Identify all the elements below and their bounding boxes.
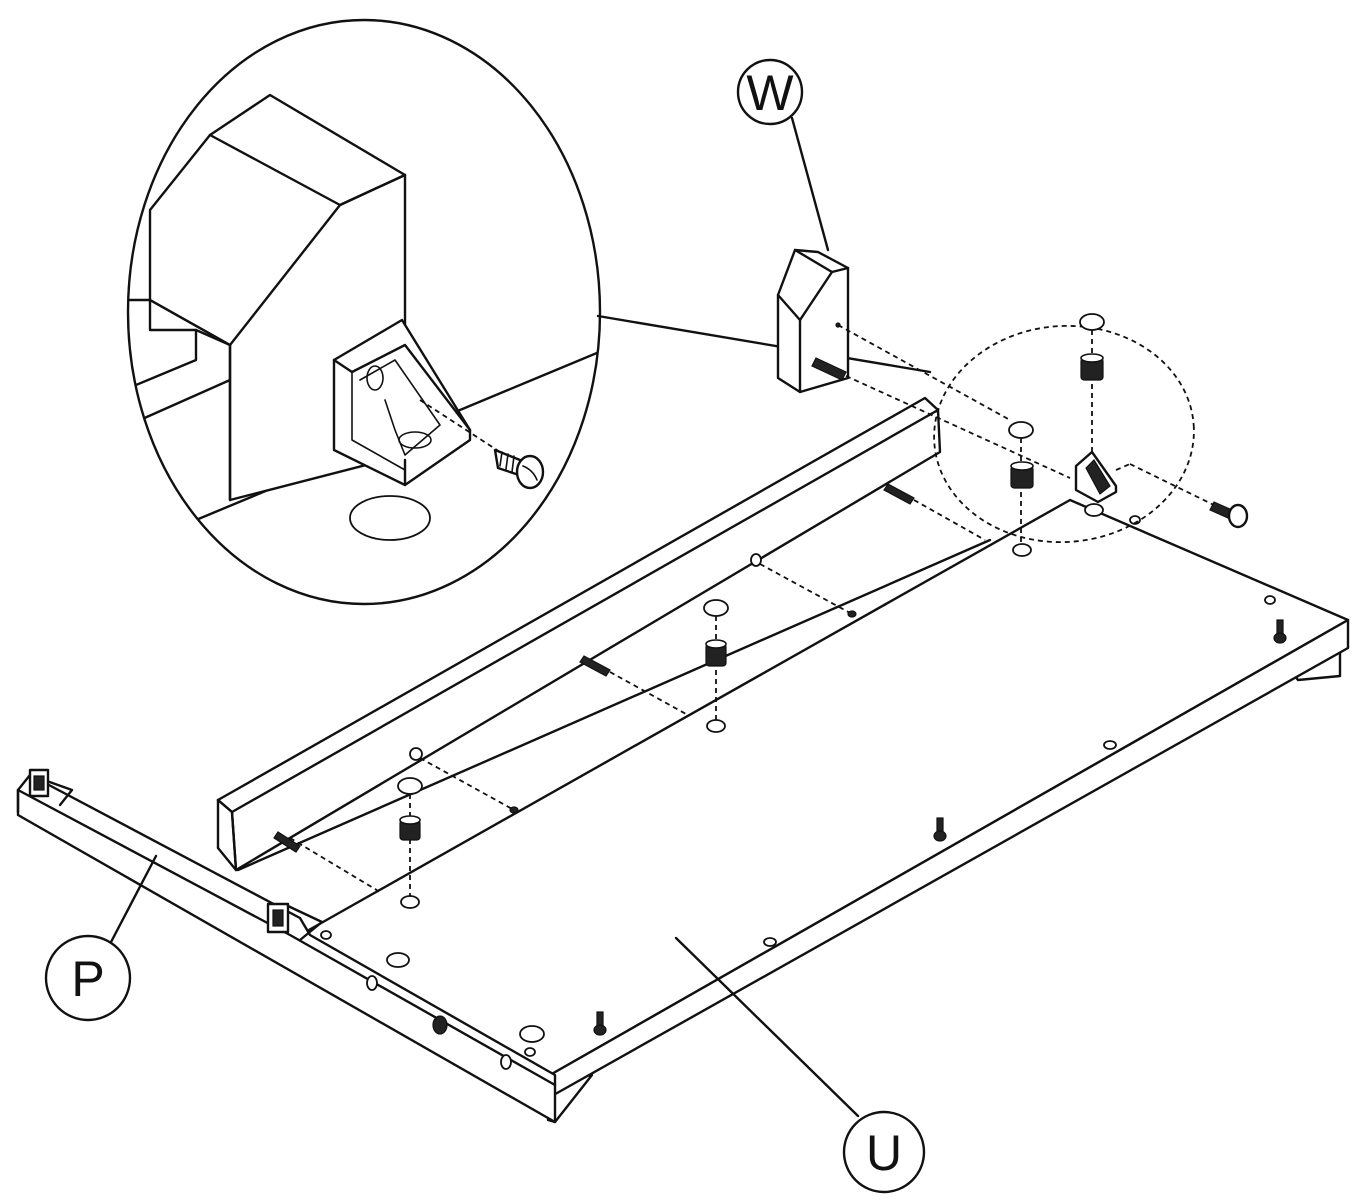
- cam-lock-icon: [1080, 353, 1104, 381]
- cam-bolt-icon: [1209, 501, 1249, 529]
- block-w: [776, 248, 1071, 479]
- cam-fitting-left: [273, 747, 519, 909]
- detail-magnifier: [126, 18, 932, 606]
- label-w: W: [746, 65, 794, 121]
- callout-u: U: [674, 936, 926, 1194]
- detail-content: [128, 93, 600, 604]
- detail-corner-bracket-icon: [332, 318, 472, 487]
- rail-cam-lock-icon: [432, 1015, 448, 1035]
- back-panel: [216, 396, 942, 872]
- rail-clip-icon: [28, 768, 324, 942]
- cam-lock-icon: [705, 639, 727, 667]
- callout-w-leader: [790, 116, 830, 252]
- callout-w: W: [736, 58, 830, 252]
- cam-fittings: [273, 421, 1034, 909]
- detail-area: [933, 313, 1249, 544]
- cam-lock-icon: [1010, 461, 1034, 489]
- label-p: P: [71, 951, 104, 1007]
- cam-fitting-right: [883, 421, 1034, 557]
- corner-bracket-icon: [1074, 450, 1118, 504]
- callout-p: P: [44, 854, 158, 1022]
- label-u: U: [866, 1125, 902, 1181]
- panel-holes: [320, 515, 1276, 1057]
- dowel-icons: [593, 619, 1287, 1036]
- detail-screw-icon: [419, 399, 545, 490]
- cam-fitting-middle: [579, 553, 857, 733]
- detail-hole: [349, 495, 431, 541]
- detail-leader-line: [596, 314, 932, 374]
- callout-u-leader: [674, 936, 860, 1118]
- detail-area-ring: [933, 324, 1195, 544]
- cam-lock-icon: [399, 815, 421, 841]
- block-screw-icon: [811, 357, 847, 381]
- callout-p-leader: [108, 854, 158, 946]
